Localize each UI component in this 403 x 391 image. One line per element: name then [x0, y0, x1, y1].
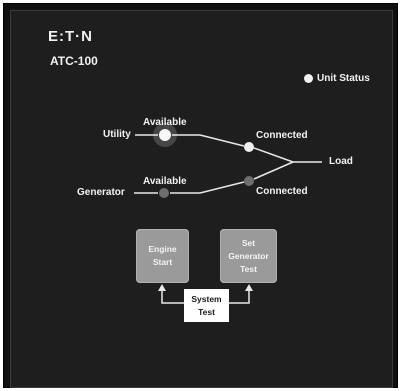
load-label: Load [329, 156, 353, 167]
set-generator-test-label-line2: Generator [228, 250, 269, 261]
model-title: ATC-100 [50, 54, 98, 68]
unit-status-led-icon [304, 74, 313, 83]
utility-connected-led-icon [244, 142, 254, 152]
set-generator-test-label-line1: Set [241, 237, 256, 248]
engine-start-connector [161, 289, 184, 304]
utility-line-to-load [253, 147, 294, 163]
generator-line-to-switch [199, 181, 245, 194]
engine-start-label-line1: Engine [148, 244, 177, 254]
utility-available-label: Available [143, 117, 187, 128]
engine-start-label-line2: Start [152, 257, 173, 267]
generator-test-arrow-icon [245, 284, 253, 291]
unit-status-label: Unit Status [317, 73, 370, 84]
system-test-button[interactable]: System Test [184, 289, 229, 322]
brand-logo: E:T·N [48, 28, 93, 45]
utility-available-led-icon [159, 129, 171, 141]
utility-label: Utility [103, 129, 131, 140]
engine-start-arrow-icon [158, 284, 166, 291]
unit-status-indicator: Unit Status [304, 73, 370, 84]
generator-test-connector [229, 289, 250, 304]
set-generator-test-label-line3: Test [240, 263, 257, 274]
set-generator-test-button[interactable]: Set Generator Test [220, 229, 277, 283]
utility-connected-label: Connected [256, 130, 308, 141]
generator-connected-label: Connected [256, 186, 308, 197]
generator-connected-led-icon [244, 176, 254, 186]
generator-line-to-load [253, 161, 294, 180]
generator-label: Generator [77, 187, 125, 198]
generator-available-led-icon [159, 188, 169, 198]
system-test-label-line2: Test [198, 306, 215, 317]
controller-panel [10, 10, 393, 388]
system-test-label-line1: System [191, 293, 222, 304]
utility-line-to-switch [199, 134, 245, 147]
controller-frame [4, 4, 397, 388]
generator-available-label: Available [143, 176, 187, 187]
engine-start-button[interactable]: Engine Start [136, 229, 189, 283]
